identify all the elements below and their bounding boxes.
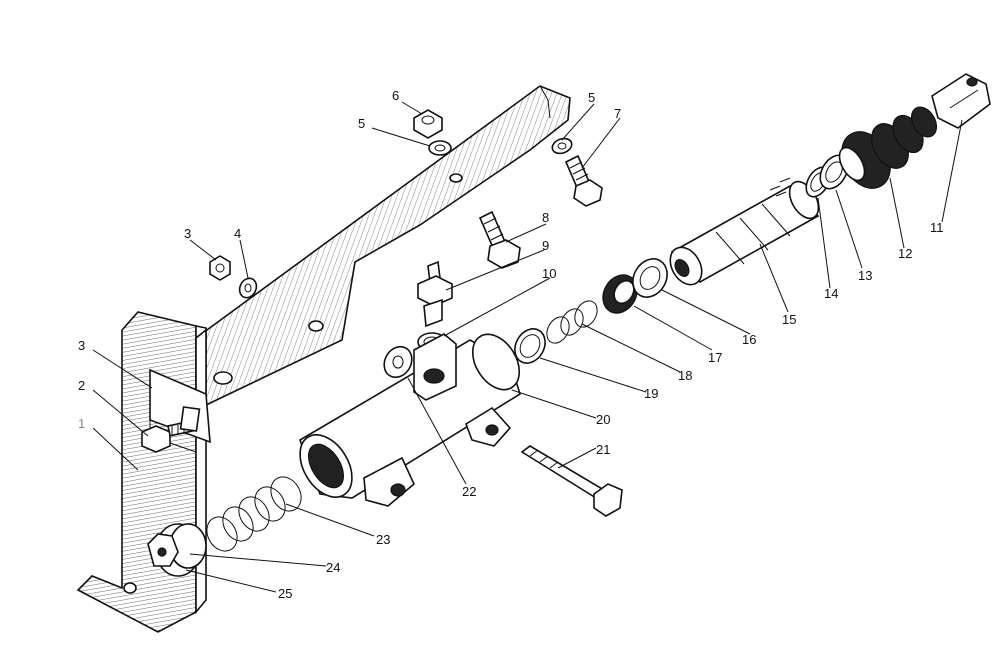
label-18: 18 <box>678 368 692 383</box>
label-2: 2 <box>78 378 85 393</box>
washer-part-5b <box>551 137 573 155</box>
clevis-part-11 <box>931 73 991 129</box>
protective-boot-part-12 <box>838 106 938 189</box>
label-5b: 5 <box>588 90 595 105</box>
label-21: 21 <box>596 442 610 457</box>
plug-part-24 <box>147 523 207 577</box>
bolt-part-2 <box>141 406 201 453</box>
label-6: 6 <box>392 88 399 103</box>
cylinder-body-part-20 <box>299 333 521 507</box>
seal-ring-part-19 <box>514 328 546 364</box>
spring-part-23 <box>206 476 302 552</box>
washer-part-4 <box>238 277 258 299</box>
washer-part-16 <box>632 258 668 298</box>
label-15: 15 <box>782 312 796 327</box>
label-16: 16 <box>742 332 756 347</box>
label-25: 25 <box>278 586 292 601</box>
washer-part-5a <box>428 140 452 156</box>
label-8: 8 <box>542 210 549 225</box>
label-23: 23 <box>376 532 390 547</box>
bolt-part-8 <box>478 210 521 269</box>
nut-part-6 <box>413 109 443 139</box>
label-17: 17 <box>708 350 722 365</box>
label-1: 1 <box>78 416 85 431</box>
label-9: 9 <box>542 238 549 253</box>
bleeder-valve-part-9 <box>417 260 453 328</box>
label-7: 7 <box>614 106 621 121</box>
bolt-part-7 <box>564 154 603 207</box>
label-24: 24 <box>326 560 340 575</box>
label-10: 10 <box>542 266 556 281</box>
gasket-part-22 <box>383 345 413 379</box>
label-3b: 3 <box>184 226 191 241</box>
label-20: 20 <box>596 412 610 427</box>
piston-part-15 <box>669 177 820 286</box>
label-12: 12 <box>898 246 912 261</box>
part-labels: 1 2 3 3 4 5 6 5 7 8 9 10 11 12 13 14 15 … <box>78 88 944 601</box>
label-13: 13 <box>858 268 872 283</box>
label-4: 4 <box>234 226 241 241</box>
leader-lines <box>92 101 963 593</box>
spring-part-18 <box>546 300 598 344</box>
label-11: 11 <box>930 220 944 235</box>
cup-seal-part-17 <box>602 274 638 314</box>
label-22: 22 <box>462 484 476 499</box>
label-14: 14 <box>824 286 838 301</box>
nut-part-3 <box>209 255 231 281</box>
label-19: 19 <box>644 386 658 401</box>
label-3a: 3 <box>78 338 85 353</box>
bolt-part-21 <box>520 445 623 517</box>
label-5a: 5 <box>358 116 365 131</box>
